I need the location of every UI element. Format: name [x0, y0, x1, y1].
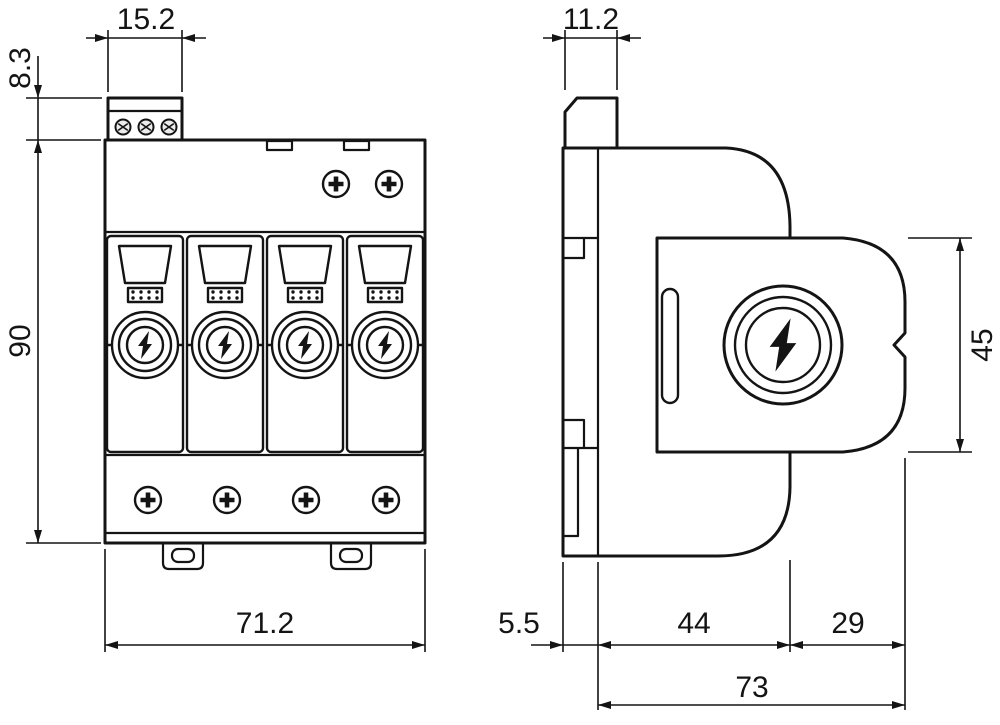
- dim-body-height: 90: [4, 140, 101, 544]
- phillips-screw-icon: [214, 487, 240, 513]
- front-view: 15.2 8.3 90 71.2: [4, 3, 427, 652]
- dim-label-terminal-depth: 11.2: [563, 3, 619, 36]
- side-view: 11.2 45 5.5 44 29 73: [498, 3, 999, 710]
- phillips-screw-icon: [293, 487, 319, 513]
- phillips-screw-icon: [373, 487, 399, 513]
- dim-terminal-width: 15.2: [86, 3, 206, 92]
- dim-body-width: 71.2: [104, 549, 426, 652]
- dim-label-terminal-width: 15.2: [117, 3, 175, 36]
- dim-label-rail-offset: 5.5: [498, 607, 540, 640]
- dim-label-module-height: 45: [966, 328, 999, 361]
- dim-label-terminal-height: 8.3: [4, 47, 37, 89]
- front-body-outline: [103, 138, 427, 545]
- dim-terminal-depth: 11.2: [543, 3, 641, 90]
- side-terminal-block: [563, 96, 619, 154]
- front-vent-slots: [265, 139, 371, 152]
- dim-terminal-height: 8.3: [4, 47, 102, 153]
- dim-label-body-height: 90: [4, 324, 37, 357]
- phillips-screw-icon: [376, 171, 402, 197]
- din-clip: [329, 541, 373, 571]
- phillips-screw-icon: [135, 487, 161, 513]
- dim-depth-chain: 5.5 44 29 73: [498, 458, 906, 710]
- dim-label-total-depth: 73: [735, 671, 768, 704]
- din-clip: [161, 541, 205, 571]
- module-slot: [660, 287, 680, 405]
- terminal-screw-icon: [114, 118, 132, 136]
- terminal-screw-icon: [137, 118, 155, 136]
- dim-label-body-width: 71.2: [236, 607, 294, 640]
- terminal-screw-icon: [160, 118, 178, 136]
- dim-label-base-depth: 44: [677, 607, 710, 640]
- dim-label-module-depth: 29: [831, 607, 864, 640]
- dim-module-height: 45: [908, 237, 999, 453]
- side-surge-logo: [722, 284, 844, 406]
- front-terminal-block: [106, 96, 184, 146]
- din-rail-channel: [561, 236, 600, 538]
- panel-divider-lines: [103, 230, 427, 535]
- phillips-screw-icon: [323, 171, 349, 197]
